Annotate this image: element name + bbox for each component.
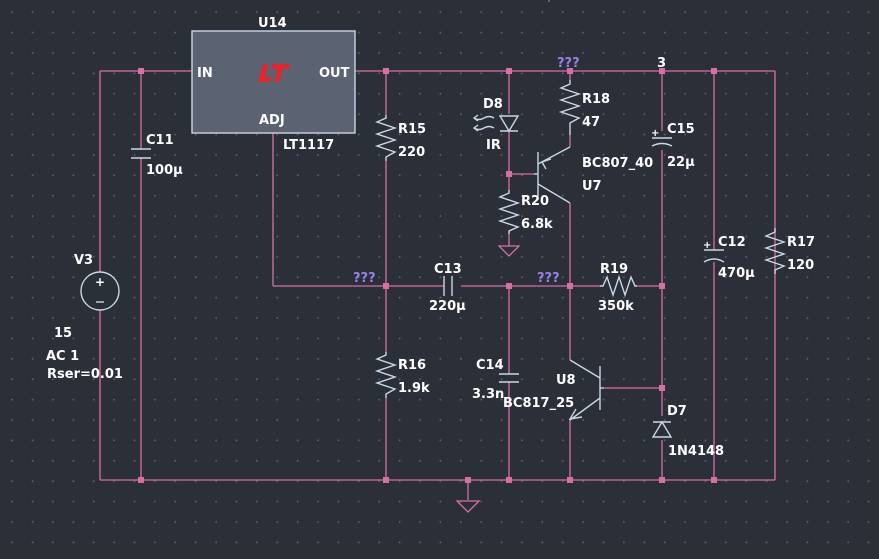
r19-ref: R19 bbox=[600, 262, 628, 277]
wires bbox=[99, 70, 776, 500]
net-label-adj[interactable]: ??? bbox=[353, 271, 376, 286]
d7-ref: D7 bbox=[667, 404, 687, 419]
c13-value: 220µ bbox=[429, 299, 466, 314]
regulator-body[interactable] bbox=[191, 30, 356, 134]
capacitor-c14[interactable]: C14 3.3n bbox=[472, 358, 519, 402]
r19-value: 350k bbox=[598, 299, 634, 314]
d8-ref: D8 bbox=[483, 97, 503, 112]
r16-ref: R16 bbox=[398, 358, 426, 373]
diode-d8[interactable]: D8 IR bbox=[472, 97, 520, 153]
regulator-pin-out: OUT bbox=[319, 66, 350, 81]
v3-dc: 15 bbox=[54, 326, 72, 341]
regulator-pin-in: IN bbox=[197, 66, 213, 81]
c12-ref: C12 bbox=[718, 235, 746, 250]
c12-value: 470µ bbox=[718, 266, 755, 281]
u8-ref: U8 bbox=[556, 373, 576, 388]
c11-value: 100µ bbox=[146, 163, 183, 178]
d7-value: 1N4148 bbox=[668, 444, 724, 459]
u7-ref: U7 bbox=[582, 179, 602, 194]
u8-part: BC817_25 bbox=[503, 396, 574, 411]
r20-value: 6.8k bbox=[521, 217, 553, 232]
emitter-arrow-icon bbox=[568, 408, 583, 420]
capacitor-c15[interactable]: + C15 22µ bbox=[651, 122, 695, 170]
r15-ref: R15 bbox=[398, 122, 426, 137]
r17-value: 120 bbox=[787, 258, 814, 273]
v3-ac: AC 1 bbox=[46, 349, 79, 364]
capacitor-c11[interactable]: C11 100µ bbox=[131, 133, 183, 178]
resistor-r18[interactable]: R18 47 bbox=[558, 80, 610, 135]
v3-rser: Rser=0.01 bbox=[47, 367, 123, 382]
resistor-r19[interactable]: R19 350k bbox=[598, 262, 637, 314]
junctions bbox=[138, 68, 717, 483]
u7-part: BC807_40 bbox=[582, 156, 653, 171]
c15-value: 22µ bbox=[667, 155, 695, 170]
resistor-r16[interactable]: R16 1.9k bbox=[374, 352, 430, 398]
resistor-r17[interactable]: R17 120 bbox=[763, 228, 815, 274]
r16-value: 1.9k bbox=[398, 381, 430, 396]
regulator-ref: U14 bbox=[258, 16, 287, 31]
capacitor-c13[interactable]: C13 220µ bbox=[429, 262, 466, 314]
r20-ref: R20 bbox=[521, 194, 549, 209]
transistor-u8[interactable]: U8 BC817_25 bbox=[503, 359, 604, 421]
resistor-r20[interactable]: R20 6.8k bbox=[497, 190, 553, 257]
diode-d7[interactable]: D7 1N4148 bbox=[651, 404, 724, 459]
emitter-arrow-icon bbox=[540, 158, 552, 170]
r17-ref: R17 bbox=[787, 235, 815, 250]
c15-ref: C15 bbox=[667, 122, 695, 137]
c14-ref: C14 bbox=[476, 358, 504, 373]
net-label-mid[interactable]: ??? bbox=[537, 271, 560, 286]
r18-value: 47 bbox=[582, 115, 600, 130]
net-label-out[interactable]: 3 bbox=[657, 56, 666, 71]
d8-value: IR bbox=[486, 138, 501, 153]
ground-icon bbox=[455, 500, 481, 513]
polarity-plus-icon: + bbox=[651, 128, 659, 139]
source-circle[interactable] bbox=[80, 271, 120, 311]
c14-value: 3.3n bbox=[472, 387, 504, 402]
plus-icon: + bbox=[95, 275, 105, 289]
capacitor-c12[interactable]: + C12 470µ bbox=[703, 235, 755, 281]
polarity-plus-icon: + bbox=[703, 240, 711, 251]
regulator-part: LT1117 bbox=[283, 138, 334, 153]
voltage-source-v3[interactable]: + V3 15 AC 1 Rser=0.01 bbox=[46, 253, 123, 382]
light-emission-icon bbox=[472, 114, 495, 132]
resistor-r15[interactable]: R15 220 bbox=[374, 115, 426, 161]
transistor-u7[interactable]: BC807_40 U7 bbox=[534, 146, 653, 204]
c13-ref: C13 bbox=[434, 262, 462, 277]
ground-icon bbox=[497, 245, 521, 257]
regulator-u14[interactable]: U14 IN OUT ADJ LT1117 bbox=[191, 16, 356, 153]
r18-ref: R18 bbox=[582, 92, 610, 107]
net-label-top[interactable]: ??? bbox=[557, 56, 580, 71]
c11-ref: C11 bbox=[146, 133, 174, 148]
v3-ref: V3 bbox=[74, 253, 93, 268]
lt-logo-icon bbox=[258, 64, 290, 82]
r15-value: 220 bbox=[398, 145, 425, 160]
regulator-pin-adj: ADJ bbox=[259, 113, 285, 128]
